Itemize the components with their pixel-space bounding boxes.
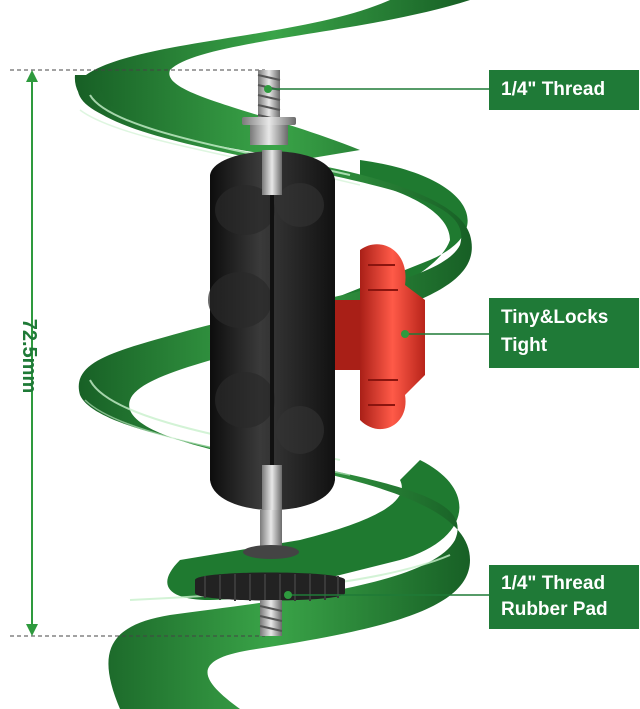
red-lock-knob — [335, 244, 425, 430]
bottom-thread-rubber-pad — [195, 510, 345, 636]
callout-rubber-pad: 1/4" Thread Rubber Pad — [489, 565, 639, 629]
ball-head-body — [208, 150, 335, 510]
dimension-line — [10, 69, 265, 637]
callout-text: Rubber Pad — [501, 599, 608, 620]
callout-text: 1/4" Thread — [501, 573, 606, 594]
callout-text: Tiny&Locks — [501, 307, 609, 328]
callout-top-thread: 1/4" Thread — [489, 70, 639, 110]
dimension-label: 72.5mm — [18, 318, 40, 394]
callout-text: Tight — [501, 335, 548, 356]
callout-lock-knob: Tiny&Locks Tight — [489, 298, 639, 368]
top-thread-screw — [242, 70, 296, 145]
leader-lines — [264, 85, 489, 599]
callout-text: 1/4" Thread — [501, 79, 606, 100]
